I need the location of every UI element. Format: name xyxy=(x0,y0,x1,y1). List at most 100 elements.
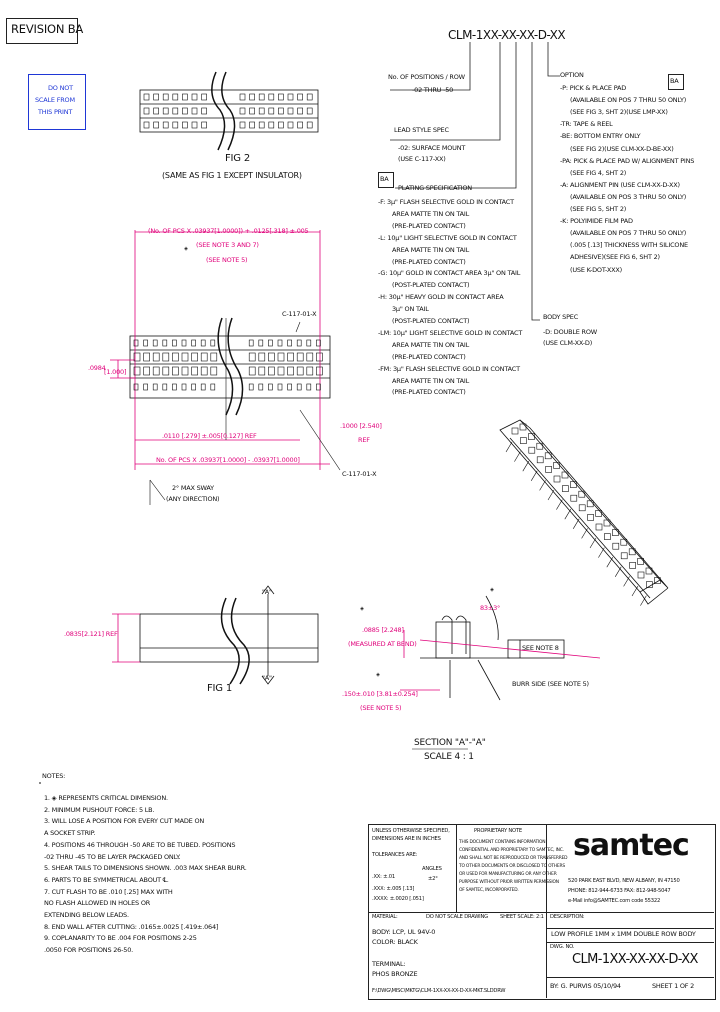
fig2-cavity xyxy=(287,121,294,129)
twist-dir: (ANY DIRECTION) xyxy=(166,495,220,503)
tol-angle: ±2° xyxy=(428,876,438,882)
ba-tag-box xyxy=(378,172,394,188)
top-view-pin xyxy=(210,383,216,391)
fig2-cavity xyxy=(297,121,303,129)
fig2-cavity xyxy=(239,107,246,115)
c117-bot: C-117-01-X xyxy=(342,470,377,478)
top-view-pin xyxy=(200,383,206,391)
samtec-logo: samtec xyxy=(573,828,690,863)
note-line: 5. SHEAR TAILS TO DIMENSIONS SHOWN. .003… xyxy=(44,864,247,873)
top-view-cavity xyxy=(296,366,304,376)
note-line: NO FLASH ALLOWED IN HOLES OR xyxy=(44,899,151,908)
dwg-label: DWG. NO. xyxy=(550,944,575,950)
top-view-pin xyxy=(296,383,302,391)
fig2-cavity xyxy=(306,93,313,101)
fig2-cavity xyxy=(172,107,179,115)
dim-see-note-3-7: (SEE NOTE 3 AND 7) xyxy=(196,241,259,249)
material-label: MATERIAL: xyxy=(372,914,398,920)
top-view-cavity xyxy=(258,352,266,362)
top-view-pin xyxy=(287,383,292,391)
plating-line: -FM: 3µ" FLASH SELECTIVE GOLD IN CONTACT xyxy=(378,364,520,373)
dim-height-b: [1.000] xyxy=(104,368,127,376)
fig2-cavity xyxy=(182,121,188,129)
part-number: CLM-1XX-XX-XX-D-XX xyxy=(448,28,566,42)
top-view-pin xyxy=(133,339,139,347)
top-view-pin xyxy=(258,383,264,391)
fig2-cavity xyxy=(258,93,265,101)
option-ba: BA xyxy=(670,77,679,85)
option-line: -PA: PICK & PLACE PAD W/ ALIGNMENT PINS xyxy=(560,156,695,165)
fig2-cavity xyxy=(258,121,265,129)
by: BY: G. PURVIS 05/10/94 xyxy=(550,982,621,990)
top-view-cavity xyxy=(316,366,323,376)
top-view-cavity xyxy=(277,352,285,362)
top-view-cavity xyxy=(162,366,170,376)
fig2-cavity xyxy=(268,121,275,129)
iso-cavity xyxy=(528,446,536,454)
top-view-pin xyxy=(191,339,196,347)
note-line: EXTENDING BELOW LEADS. xyxy=(44,911,129,919)
top-view-cavity xyxy=(172,366,179,376)
tol-head-1: UNLESS OTHERWISE SPECIFIED, xyxy=(372,828,450,834)
top-view-pin xyxy=(277,339,283,347)
fig2-cavity xyxy=(268,93,275,101)
no-scale-line3: THIS PRINT xyxy=(38,108,73,116)
plating-line: -G: 10µ" GOLD IN CONTACT AREA 3µ" ON TAI… xyxy=(378,269,521,278)
fig2-cavity xyxy=(143,93,150,101)
iso-lead xyxy=(539,480,546,491)
plating-title: PLATING SPECIFICATION xyxy=(398,184,472,192)
iso-cavity xyxy=(511,427,519,435)
critical-symbol-4: ◈ xyxy=(376,672,380,678)
note-line: 7. CUT FLASH TO BE .010 [.25] MAX WITH xyxy=(44,887,173,896)
option-line: (AVAILABLE ON POS 7 THRU 50 ONLY) xyxy=(570,96,687,105)
top-view-cavity xyxy=(248,352,256,362)
plating-line: -LM: 10µ" LIGHT SELECTIVE GOLD IN CONTAC… xyxy=(378,328,523,337)
fig2-cavity xyxy=(153,93,159,101)
iso-cavity xyxy=(654,577,661,584)
iso-lead xyxy=(631,585,639,597)
top-view-pin xyxy=(133,383,139,391)
iso-cavity xyxy=(603,519,611,527)
fig2-cavity xyxy=(278,107,284,115)
top-view-cavity xyxy=(133,352,141,362)
top-view-pin xyxy=(296,339,302,347)
top-view-cavity xyxy=(277,366,285,376)
top-view-cavity xyxy=(210,366,218,376)
iso-cavity xyxy=(628,548,636,556)
sheet: SHEET 1 OF 2 xyxy=(652,982,695,990)
iso-lead xyxy=(623,576,630,587)
iso-cavity xyxy=(570,494,578,502)
fig2-cavity xyxy=(191,121,198,129)
proprietary-line: OF SAMTEC, INCORPORATED. xyxy=(459,888,519,893)
top-view-pin xyxy=(277,383,283,391)
dim-spacing: .1000 [2.540] xyxy=(340,422,382,430)
iso-cavity xyxy=(620,552,628,560)
top-view-pin xyxy=(152,383,158,391)
fig2-cavity xyxy=(172,93,179,101)
plating-line: AREA MATTE TIN ON TAIL xyxy=(392,340,470,349)
dim-ref: REF xyxy=(358,436,370,444)
fig2-cavity xyxy=(191,93,198,101)
fig2-label: FIG 2 xyxy=(225,153,250,164)
revision-label: REVISION BA xyxy=(11,22,84,36)
positions-range: -02 THRU -50 xyxy=(412,86,454,94)
positions-title: No. OF POSITIONS / ROW xyxy=(388,73,465,81)
iso-lead xyxy=(614,566,622,577)
iso-cavity xyxy=(545,466,552,473)
top-view-pin xyxy=(172,383,177,391)
top-view-cavity xyxy=(143,352,150,362)
iso-cavity xyxy=(528,433,535,440)
section-label: SECTION "A"-"A" xyxy=(414,738,486,748)
fig2-cavity xyxy=(201,107,207,115)
proprietary-line: CONFIDENTIAL AND PROPRIETARY TO SAMTEC, … xyxy=(459,848,564,853)
tb-hline-3 xyxy=(546,942,714,943)
plating-line: -L: 10µ" LIGHT SELECTIVE GOLD IN CONTACT xyxy=(378,233,517,242)
iso-lead xyxy=(598,547,605,558)
fig2-cavity xyxy=(287,93,294,101)
iso-cavity xyxy=(536,442,544,450)
fig2-cavity xyxy=(297,93,303,101)
top-view-pin xyxy=(316,339,321,347)
note-line: -02 THRU -45 TO BE LAYER PACKAGED ONLY. xyxy=(44,852,181,861)
